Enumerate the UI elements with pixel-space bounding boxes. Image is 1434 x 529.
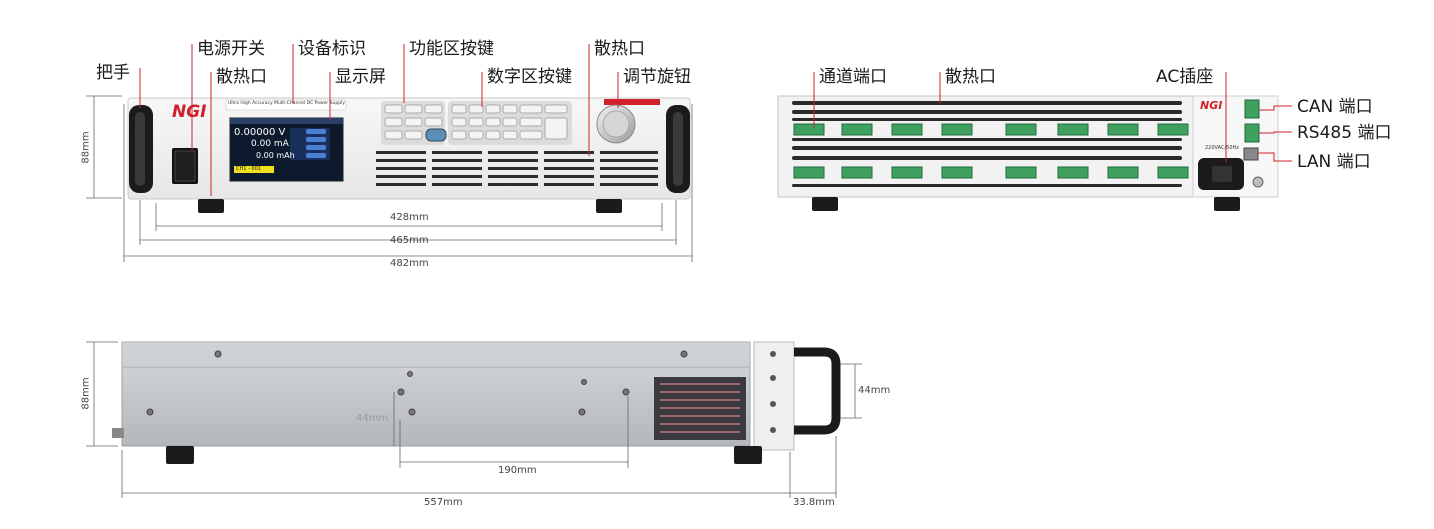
side-screws: [146, 350, 688, 416]
label-rear-vent: 散热口: [945, 67, 996, 87]
rear-vent: [792, 101, 1182, 187]
function-keypad: [381, 101, 447, 145]
lcd-current: 0.00 mA: [251, 139, 289, 149]
channel-connectors: [793, 123, 1189, 179]
label-top-vent: 散热口: [594, 39, 645, 59]
label-knob: 调节旋钮: [623, 67, 691, 87]
label-display: 显示屏: [335, 67, 386, 87]
front-foot-left: [198, 199, 224, 213]
label-handle: 把手: [96, 63, 130, 83]
front-leaders: [139, 44, 619, 196]
rear-brand-logo: NGI: [1200, 99, 1223, 112]
side-inner-44: 44mm: [356, 413, 389, 424]
rack-ear: [753, 341, 795, 451]
front-width-465: 465mm: [390, 235, 429, 246]
lan-connector: [1243, 147, 1259, 161]
label-front-vent: 散热口: [216, 67, 267, 87]
label-channel-port: 通道端口: [819, 67, 887, 87]
side-height-dim: 88mm: [80, 377, 92, 410]
side-dimension-lines: [86, 341, 862, 498]
side-view: [86, 341, 862, 498]
lcd-capacity: 0.00 mAh: [256, 151, 295, 160]
label-numeric-keys: 数字区按键: [487, 67, 572, 87]
label-can-port: CAN 端口: [1297, 97, 1373, 117]
front-view: [86, 44, 693, 262]
front-width-428: 428mm: [390, 212, 429, 223]
front-vent: [376, 151, 658, 186]
ac-rating: 220VAC/50Hz: [1205, 145, 1239, 151]
label-device-id: 设备标识: [298, 39, 366, 59]
label-function-keys: 功能区按键: [409, 39, 494, 59]
rs485-connector: [1244, 123, 1260, 143]
side-span-190: 190mm: [498, 465, 537, 476]
front-height-dim: 88mm: [80, 131, 92, 164]
lcd-status: CH1 - 001: [236, 166, 261, 172]
front-width-482: 482mm: [390, 258, 429, 269]
model-text: Ultra High Accuracy Multi-Channel DC Pow…: [228, 101, 346, 106]
rear-leaders: [813, 72, 1292, 162]
rear-view: [777, 72, 1292, 211]
can-connector: [1244, 99, 1260, 119]
side-depth-557: 557mm: [424, 497, 463, 508]
red-accent-stripe: [604, 99, 660, 105]
label-rs485-port: RS485 端口: [1297, 123, 1392, 143]
front-brand-logo: NGI: [172, 102, 207, 122]
label-power-switch: 电源开关: [197, 39, 265, 59]
front-foot-right: [596, 199, 622, 213]
side-handle-depth: 33.8mm: [793, 497, 835, 508]
numeric-keypad: [448, 101, 572, 145]
label-lan-port: LAN 端口: [1297, 152, 1371, 172]
front-dimension-lines: [86, 95, 693, 262]
label-ac-socket: AC插座: [1156, 67, 1214, 87]
lcd-voltage: 0.00000 V: [234, 127, 286, 138]
side-handle-44: 44mm: [858, 385, 891, 396]
side-handle: [794, 347, 841, 435]
